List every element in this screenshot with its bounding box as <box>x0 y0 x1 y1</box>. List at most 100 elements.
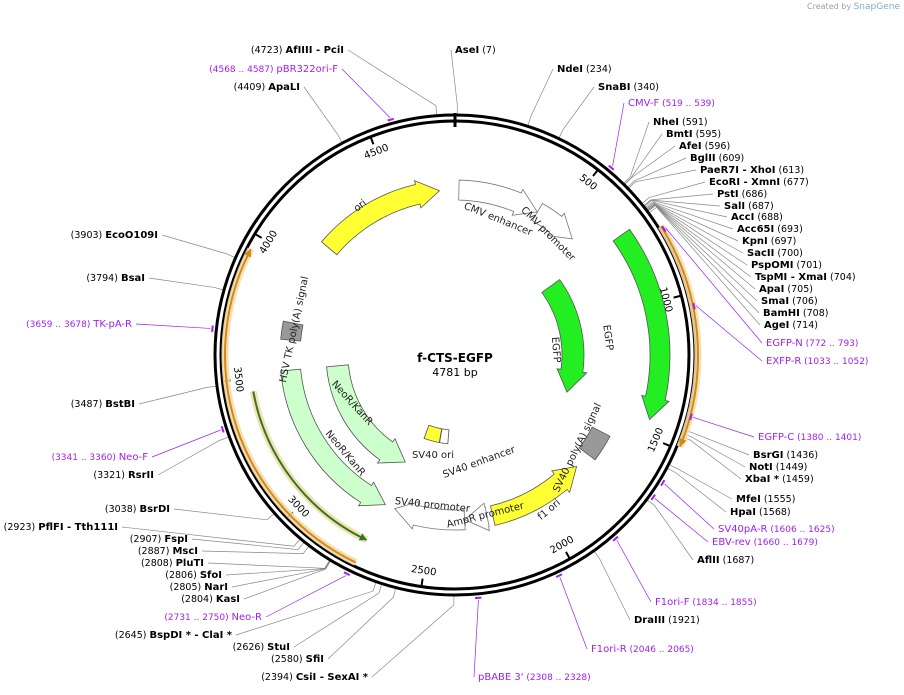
site-sfoi[interactable]: (2806) SfoI <box>165 570 222 581</box>
site-pspomi[interactable]: PspOMI (701) <box>751 260 822 271</box>
site-apai[interactable]: ApaI (705) <box>759 284 813 295</box>
primer-leader <box>265 575 347 618</box>
site-apali[interactable]: (4409) ApaLI <box>234 82 300 93</box>
primer-mark <box>608 164 615 171</box>
site-nhei[interactable]: NheI (591) <box>653 117 708 128</box>
primer-pbabe-3[interactable]: pBABE 3' (2308 .. 2328) <box>478 672 591 683</box>
site-pflfi[interactable]: (2923) PflFI - Tth111I <box>4 522 118 533</box>
site-hpai[interactable]: HpaI (1568) <box>730 507 791 518</box>
primer-leader <box>135 323 211 329</box>
site-rsrii[interactable]: (3321) RsrII <box>93 470 154 481</box>
primer-cmv-f[interactable]: CMV-F (519 .. 539) <box>628 98 715 109</box>
site-leader <box>138 385 218 405</box>
site-fspi[interactable]: (2907) FspI <box>130 534 188 545</box>
site-leader <box>303 86 343 144</box>
site-csii[interactable]: (2394) CsiI - SexAI * <box>261 672 369 683</box>
site-bspdi[interactable]: (2645) BspDI * - ClaI * <box>115 630 233 641</box>
site-xbai[interactable]: XbaI * (1459) <box>745 474 814 485</box>
site-leader <box>646 204 758 302</box>
site-tspmi[interactable]: TspMI - XmaI (704) <box>755 272 856 283</box>
site-smai[interactable]: SmaI (706) <box>761 296 818 307</box>
feature-sv40-ori[interactable] <box>423 424 443 444</box>
primer-mark <box>661 225 667 233</box>
restriction-sites[interactable]: (4723) AfIIII - PciI AseI (7) (4409) ApaLI… <box>4 45 856 683</box>
site-kpni[interactable]: KpnI (697) <box>742 236 796 247</box>
site-bsai[interactable]: (3794) BsaI <box>86 273 145 284</box>
feature-sv40-poly-a-signal[interactable] <box>578 426 611 461</box>
feature-egfp[interactable] <box>612 228 671 421</box>
feature-label-egfp: EGFP <box>549 336 562 363</box>
primer-neo-f[interactable]: (3341 .. 3360) Neo-F <box>52 452 149 463</box>
site-acc65i[interactable]: Acc65I (693) <box>737 224 803 235</box>
site-sacii[interactable]: SacII (700) <box>747 248 803 259</box>
tick-label: 500 <box>577 173 599 193</box>
site-leader <box>347 49 438 116</box>
feature-cmv-promoter[interactable] <box>531 202 573 240</box>
highlight-arc <box>658 224 702 449</box>
site-snabi[interactable]: SnaBI (340) <box>598 82 659 93</box>
feature-ori[interactable] <box>320 179 441 256</box>
site-bstbi[interactable]: (3487) BstBI <box>71 399 135 410</box>
site-bsrgi[interactable]: BsrGI (1436) <box>753 450 818 461</box>
site-bsrdi[interactable]: (3038) BsrDI <box>105 504 170 515</box>
site-nari[interactable]: (2805) NarI <box>170 582 228 593</box>
feature-ampr-promoter[interactable] <box>464 502 490 532</box>
site-draiii[interactable]: DraIII (1921) <box>634 615 700 626</box>
site-pluti[interactable]: (2808) PluTI <box>141 558 204 569</box>
feature-cmv-enhancer[interactable] <box>458 179 538 216</box>
site-bmti[interactable]: BmtI (595) <box>666 129 721 140</box>
feature-neor-kanr[interactable] <box>326 364 406 464</box>
site-bglii[interactable]: BglII (609) <box>690 153 744 164</box>
site-kasi[interactable]: (2804) KasI <box>181 594 240 605</box>
site-leader <box>558 86 595 139</box>
site-bamhi[interactable]: BamHI (708) <box>763 308 828 319</box>
primer-mark <box>689 413 693 421</box>
primer-neo-r[interactable]: (2731 .. 2750) Neo-R <box>164 612 262 623</box>
feature-sv40-promoter[interactable] <box>394 501 466 531</box>
site-stui[interactable]: (2626) StuI <box>233 642 290 653</box>
site-agei[interactable]: AgeI (714) <box>764 320 818 331</box>
site-psti[interactable]: PstI (686) <box>717 189 767 200</box>
site-sali[interactable]: SalI (687) <box>724 201 774 212</box>
primer-exfp-r[interactable]: EXFP-R (1033 .. 1052) <box>766 356 868 367</box>
site-leader <box>243 560 332 600</box>
site-ecoo109i[interactable]: (3903) EcoO109I <box>71 230 158 241</box>
feature-f1-ori[interactable] <box>489 466 578 526</box>
primer-f1ori-f[interactable]: F1ori-F (1834 .. 1855) <box>655 597 757 608</box>
site-ndei[interactable]: NdeI (234) <box>557 64 612 75</box>
site-leader <box>622 121 650 185</box>
primer-pbr322ori-f[interactable]: (4568 .. 4587) pBR322ori-F <box>209 64 338 75</box>
primer-tk-pa-r[interactable]: (3659 .. 3678) TK-pA-R <box>26 319 132 330</box>
feature-neor-kanr[interactable] <box>280 368 387 507</box>
site-mfei[interactable]: MfeI (1555) <box>736 494 795 505</box>
feature-egfp[interactable] <box>541 279 588 393</box>
primers[interactable]: (4568 .. 4587) pBR322ori-F CMV-F (519 .. … <box>26 64 868 683</box>
feature-hsv-tk-poly-a-signal[interactable] <box>280 320 304 342</box>
primer-ebv-rev[interactable]: EBV-rev (1660 .. 1679) <box>712 537 818 548</box>
site-afei[interactable]: AfeI (596) <box>679 141 730 152</box>
site-ecori[interactable]: EcoRI - XmnI (677) <box>709 177 809 188</box>
thin-arrows <box>221 224 702 566</box>
site-msci[interactable]: (2887) MscI <box>138 546 198 557</box>
primer-f1ori-r[interactable]: F1ori-R (2046 .. 2065) <box>591 644 694 655</box>
site-afiiii[interactable]: (4723) AfIIII - PciI <box>251 45 344 56</box>
site-leader <box>371 594 455 678</box>
site-sfii[interactable]: (2580) SfiI <box>271 654 324 665</box>
site-noti[interactable]: NotI (1449) <box>749 462 807 473</box>
site-aflii[interactable]: AflII (1687) <box>697 555 754 566</box>
site-leader <box>148 277 225 291</box>
primer-sv40pa-r[interactable]: SV40pA-R (1606 .. 1625) <box>718 524 835 535</box>
site-leader <box>327 587 397 660</box>
site-paer7i[interactable]: PaeR7I - XhoI (613) <box>700 165 804 176</box>
feature-label-egfp: EGFP <box>600 324 614 351</box>
primer-egfp-n[interactable]: EGFP-N (772 .. 793) <box>766 338 858 349</box>
site-leader <box>293 583 383 648</box>
primer-egfp-c[interactable]: EGFP-C (1380 .. 1401) <box>758 432 861 443</box>
site-leader <box>207 559 331 569</box>
site-acci[interactable]: AccI (688) <box>731 212 783 223</box>
site-asei[interactable]: AseI (7) <box>455 45 496 56</box>
site-leader <box>644 201 734 230</box>
primer-arrowhead <box>243 249 252 258</box>
tick-label: 4500 <box>363 142 391 161</box>
